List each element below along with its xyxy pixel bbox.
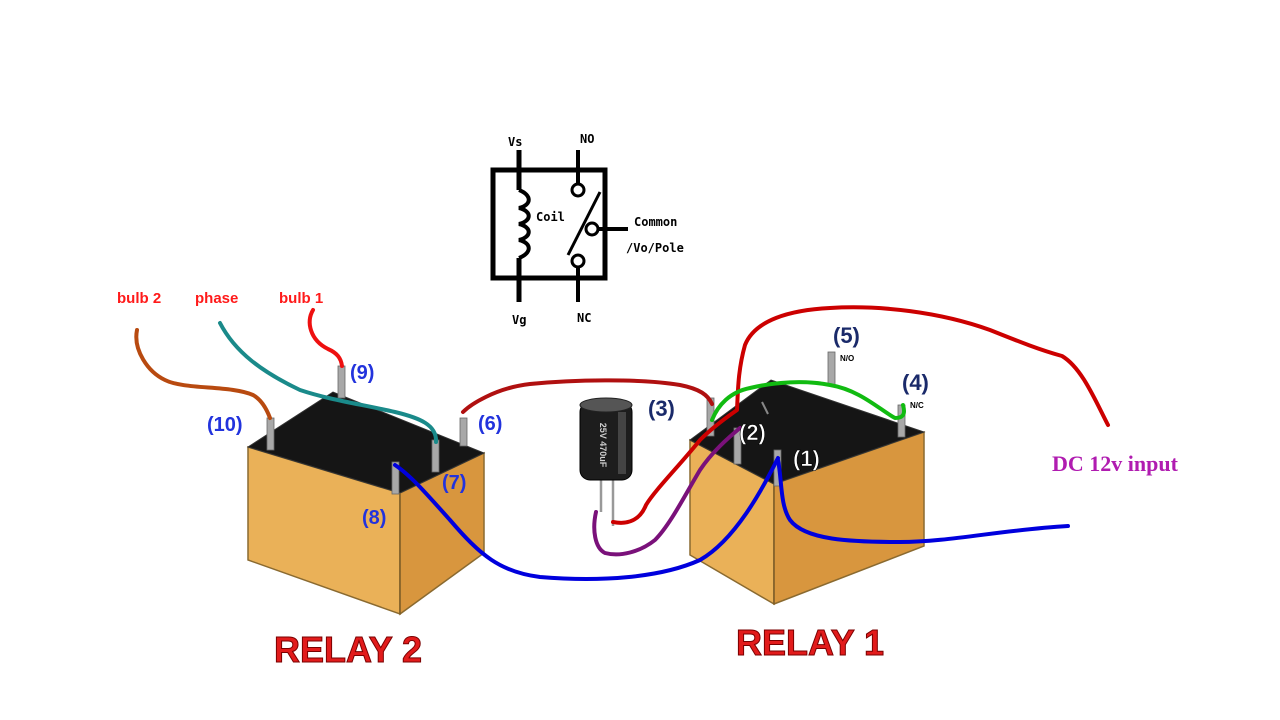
pin-labels: (10) (9) (6) (7) (8) (3) (2) (1) (5) (4): [207, 323, 929, 529]
pin-7: [431, 439, 440, 473]
pin-10: [266, 417, 275, 451]
schematic-no-label: NO: [580, 132, 594, 146]
no-pin-tag: N/O: [840, 354, 854, 363]
nc-contact: [570, 253, 586, 269]
pin-2-label: (2): [739, 420, 766, 445]
schematic-nc-label: NC: [577, 311, 591, 325]
wire-1-to-dc: [776, 458, 1070, 544]
coil-symbol: [518, 188, 531, 260]
pin-5: [827, 351, 836, 387]
relay-1-title: RELAY 1: [736, 622, 884, 663]
bulb1-label: bulb 1: [279, 290, 323, 307]
pin-10-label: (10): [207, 414, 243, 436]
nc-pin-tag: N/C: [910, 401, 924, 410]
schematic-coil-label: Coil: [536, 210, 565, 224]
pin-5-label: (5): [833, 323, 860, 348]
pin-6-label: (6): [478, 413, 502, 435]
common-contact: [584, 221, 600, 237]
pin-3-label: (3): [648, 396, 675, 421]
relay-schematic: Vs NO Coil Common /Vo/Pole Vg NC: [490, 132, 684, 327]
pin-9: [337, 365, 346, 399]
capacitor-marking: 25V 470uF: [598, 423, 608, 468]
schematic-common-label: Common: [634, 215, 677, 229]
switch-arm: [566, 191, 602, 256]
schematic-vo-pole-label: /Vo/Pole: [626, 241, 684, 255]
wire-cap-minus-to-2: [592, 426, 742, 557]
no-contact: [570, 182, 586, 198]
pin-6: [459, 417, 468, 447]
pin-4-label: (4): [902, 370, 929, 395]
schematic-box: [490, 167, 608, 281]
pin-9-label: (9): [350, 362, 374, 384]
pin-8: [391, 461, 400, 495]
wire-8-to-1: [393, 456, 780, 581]
relay-2-body: [246, 391, 486, 616]
wire-bulb2: [134, 328, 272, 420]
wire-labels: bulb 2 phase bulb 1 DC 12v input: [117, 290, 1179, 476]
pin-1-label: (1): [793, 446, 820, 471]
relay-1-body: [689, 379, 926, 606]
bulb2-label: bulb 2: [117, 290, 161, 307]
dc-input-label: DC 12v input: [1052, 451, 1179, 476]
schematic-vg-label: Vg: [512, 313, 526, 327]
schematic-vs-label: Vs: [508, 135, 522, 149]
wires: [134, 305, 1110, 581]
wire-phase: [218, 321, 438, 444]
relay-2-title: RELAY 2: [274, 629, 422, 670]
wire-6-to-3: [461, 378, 714, 414]
capacitor: 25V 470uF: [579, 397, 633, 526]
wire-cap-plus-to-2-and-dc: [611, 305, 1110, 525]
phase-label: phase: [195, 290, 238, 307]
wire-bulb1: [307, 308, 344, 368]
pin-7-label: (7): [442, 472, 466, 494]
wire-3-to-4: [710, 380, 906, 422]
pin-8-label: (8): [362, 507, 386, 529]
